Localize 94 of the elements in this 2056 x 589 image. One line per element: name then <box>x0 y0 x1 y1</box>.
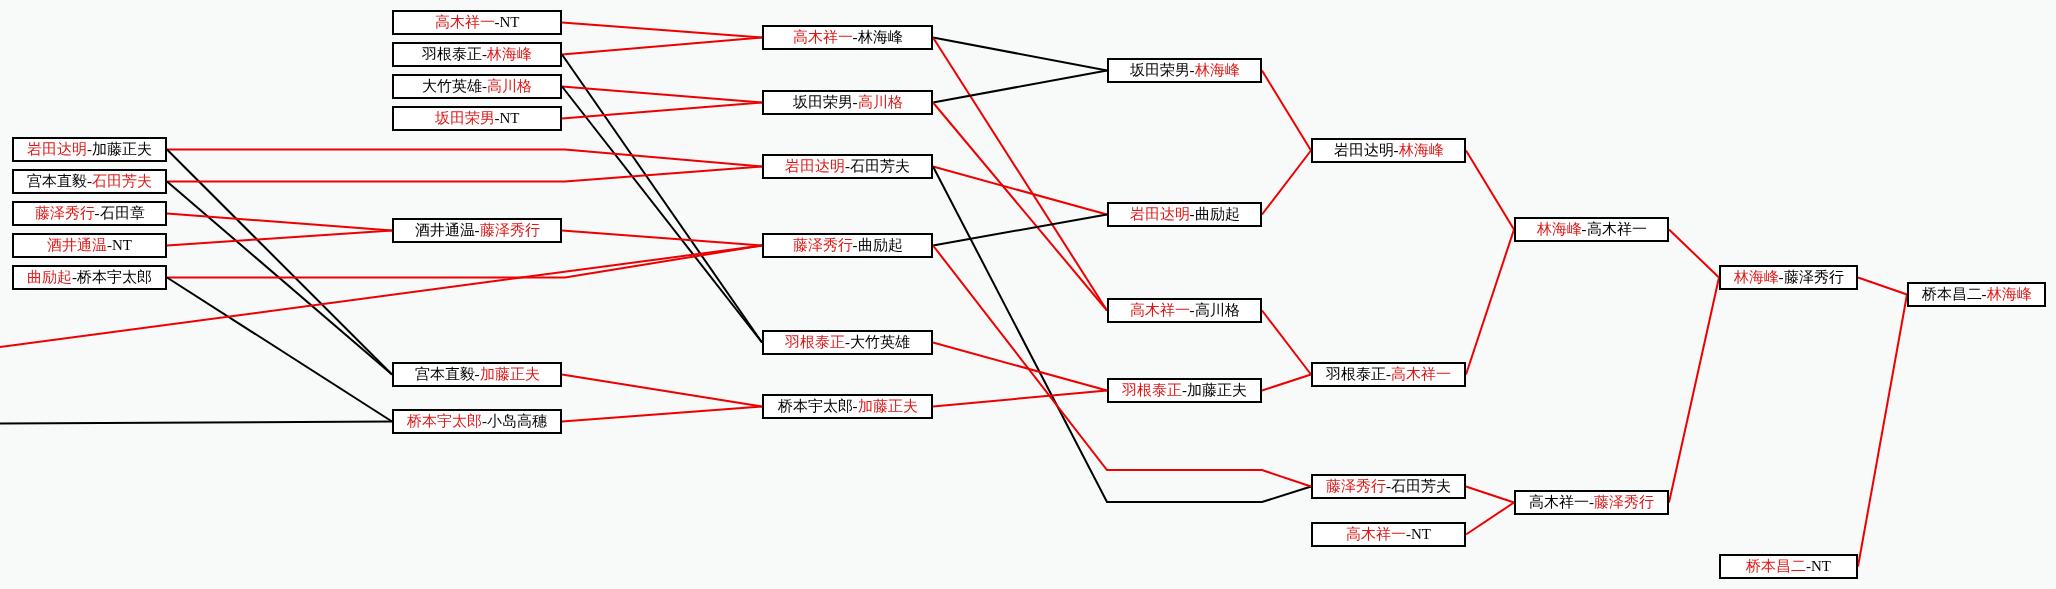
bracket-line <box>561 405 763 423</box>
match-box <box>12 265 167 290</box>
match-text: 羽根泰正-高木祥一 <box>1326 365 1451 384</box>
match-text: 桥本宇太郎-加藤正夫 <box>777 397 918 416</box>
match-box <box>762 90 933 115</box>
match-box <box>762 330 933 355</box>
bracket-line <box>932 165 1312 503</box>
match-text: 高木祥一-高川格 <box>1129 301 1240 320</box>
bracket-line <box>932 213 1108 247</box>
match-text: 羽根泰正-大竹英雄 <box>785 333 910 352</box>
bracket-line <box>166 276 393 423</box>
bracket-line <box>932 101 1108 312</box>
match-text: 曲励起-桥本宇太郎 <box>27 268 152 287</box>
match-text: 坂田荣男-林海峰 <box>1129 61 1240 80</box>
match-box <box>1311 474 1466 499</box>
bracket-line <box>166 212 393 232</box>
match-box <box>392 409 562 434</box>
bracket-line <box>166 229 393 247</box>
bracket-line <box>166 165 763 183</box>
bracket-line <box>561 101 763 120</box>
bracket-line <box>561 21 763 39</box>
match-box <box>762 154 933 179</box>
match-box <box>392 362 562 387</box>
match-box <box>1311 362 1466 387</box>
bracket-line <box>932 341 1108 392</box>
match-box <box>1719 265 1858 290</box>
match-text: 羽根泰正-林海峰 <box>422 45 532 64</box>
bracket-line <box>0 244 763 348</box>
match-box <box>392 218 562 243</box>
match-text: 岩田达明-曲励起 <box>1129 205 1240 224</box>
match-text: 岩田达明-石田芳夫 <box>785 157 910 176</box>
match-text: 坂田荣男-高川格 <box>792 93 903 112</box>
bracket-line <box>932 69 1108 104</box>
match-box <box>1107 202 1262 227</box>
match-box <box>762 25 933 50</box>
bracket-line <box>932 389 1108 408</box>
bracket-line <box>561 36 763 56</box>
bracket-line <box>1261 309 1312 376</box>
match-text: 酒井通温-藤泽秀行 <box>414 221 540 240</box>
match-box <box>1907 282 2046 307</box>
match-box <box>1107 378 1262 403</box>
match-box <box>392 42 562 67</box>
bracket-line <box>166 148 763 168</box>
bracket-line <box>561 85 763 104</box>
match-text: 羽根泰正-加藤正夫 <box>1122 381 1247 400</box>
match-text: 桥本宇太郎-小岛高穗 <box>407 412 547 431</box>
match-text: 林海峰-藤泽秀行 <box>1733 268 1844 287</box>
match-text: 岩田达明-林海峰 <box>1333 141 1444 160</box>
bracket-line <box>1465 501 1515 536</box>
match-text: 桥本昌二-NT <box>1746 557 1831 576</box>
match-text: 大竹英雄-高川格 <box>422 77 532 96</box>
match-text: 岩田达明-加藤正夫 <box>27 140 152 159</box>
match-text: 坂田荣男-NT <box>434 109 520 128</box>
match-text: 高木祥一-藤泽秀行 <box>1529 493 1654 512</box>
match-box <box>762 233 933 258</box>
match-box <box>1719 554 1858 579</box>
match-box <box>1107 58 1262 83</box>
match-text: 宫本直毅-石田芳夫 <box>27 172 152 191</box>
match-box <box>1514 490 1669 515</box>
bracket-line <box>1261 373 1312 392</box>
match-box <box>12 137 167 162</box>
match-text: 藤泽秀行-曲励起 <box>792 236 903 255</box>
bracket-line <box>1261 69 1312 152</box>
match-text: 林海峰-高木祥一 <box>1536 220 1647 239</box>
match-text: 高木祥一-林海峰 <box>792 28 903 47</box>
match-text: 桥本昌二-林海峰 <box>1921 285 2032 304</box>
match-box <box>392 106 562 131</box>
bracket-line <box>561 229 763 247</box>
bracket-line <box>1465 485 1515 504</box>
match-text: 藤泽秀行-石田芳夫 <box>1326 477 1451 496</box>
match-box <box>1311 138 1466 163</box>
match-box <box>12 169 167 194</box>
match-text: 宫本直毅-加藤正夫 <box>414 365 540 384</box>
match-text: 高木祥一-NT <box>1346 525 1431 544</box>
match-box <box>392 10 562 35</box>
bracket-line <box>1465 149 1515 231</box>
bracket-line <box>932 36 1108 72</box>
match-box <box>12 233 167 258</box>
bracket-line <box>1261 149 1312 216</box>
bracket-line <box>561 373 763 408</box>
bracket-line <box>932 165 1108 216</box>
match-text: 高木祥一-NT <box>434 13 520 32</box>
match-text: 酒井通温-NT <box>47 236 132 255</box>
match-box <box>392 74 562 99</box>
match-box <box>1514 217 1669 242</box>
bracket-line <box>932 244 1312 488</box>
match-box <box>762 394 933 419</box>
bracket-line <box>1857 276 1908 296</box>
bracket-line <box>1668 228 1720 279</box>
match-text: 藤泽秀行-石田章 <box>34 204 145 223</box>
match-box <box>1107 298 1262 323</box>
match-box <box>12 201 167 226</box>
match-box <box>1311 522 1466 547</box>
bracket-line <box>0 420 393 425</box>
